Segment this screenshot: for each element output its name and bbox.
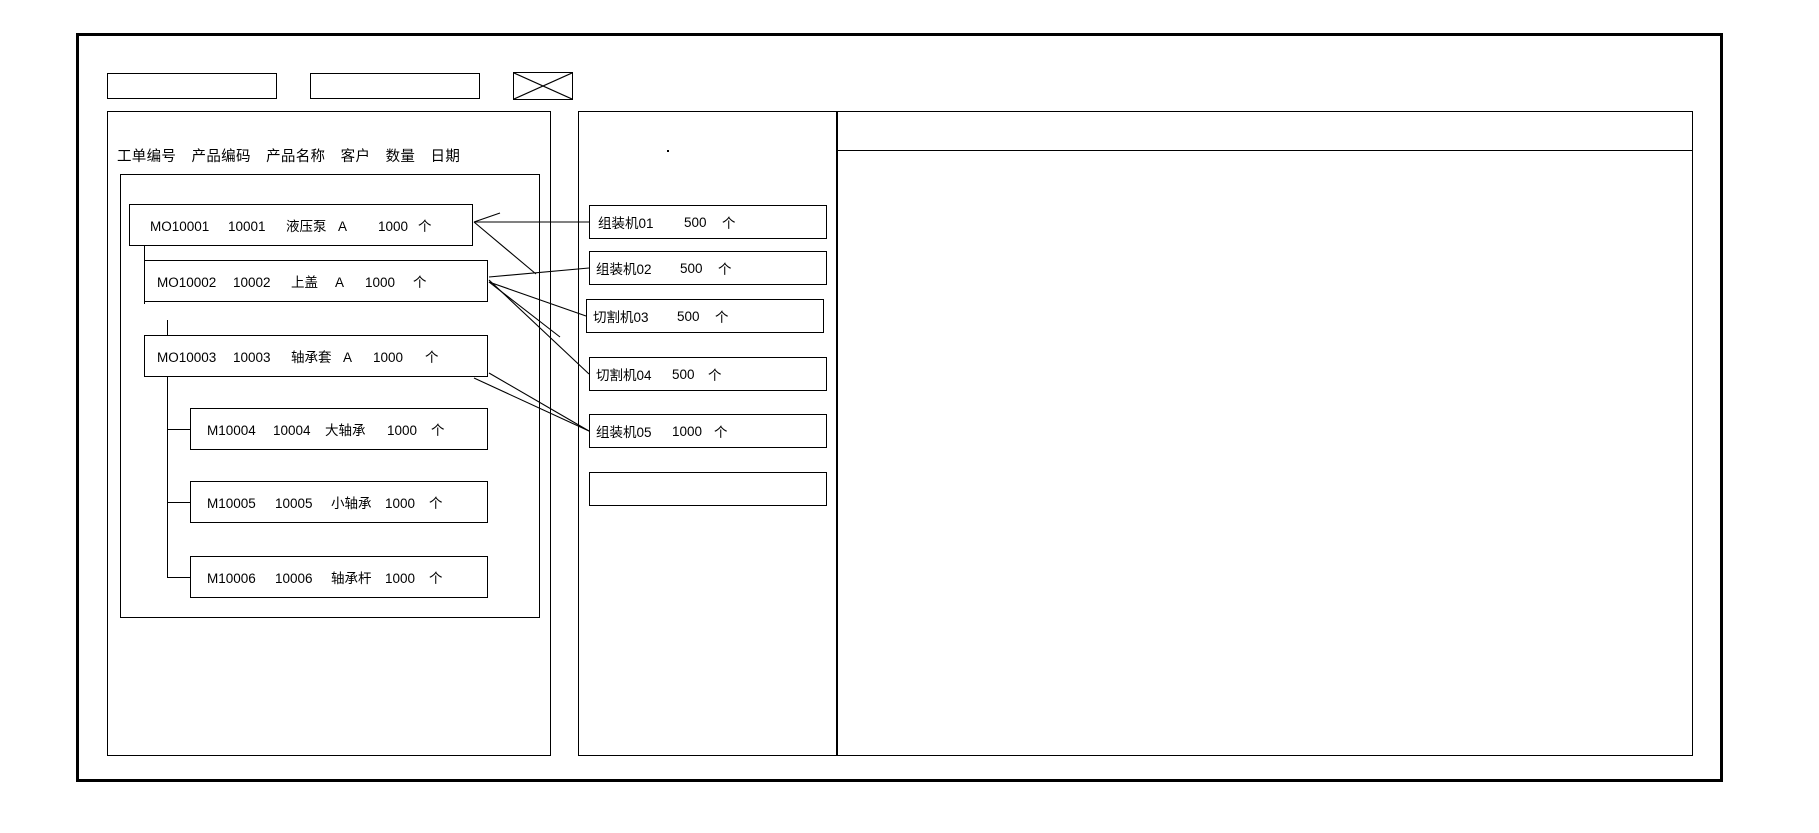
table-row[interactable]: M10004 10004 大轴承 1000 个 [190, 408, 488, 450]
row-product-name: 大轴承 [325, 423, 366, 438]
column-header-product-name: 产品名称 [266, 149, 326, 165]
row-order-no: MO10003 [157, 350, 217, 365]
table-row[interactable]: M10005 10005 小轴承 1000 个 [190, 481, 488, 523]
list-item[interactable]: 组装机02 500 个 [589, 251, 827, 285]
row-qty: 1000 [373, 350, 404, 365]
detail-panel [837, 111, 1693, 756]
row-order-no: M10006 [207, 571, 256, 586]
row-customer: A [343, 350, 353, 365]
list-item[interactable]: 组装机01 500 个 [589, 205, 827, 239]
table-row[interactable]: MO10003 10003 轴承套 A 1000 个 [144, 335, 488, 377]
row-customer: A [335, 275, 345, 290]
work-order-tree-container [120, 174, 540, 618]
tree-connector [167, 320, 168, 578]
row-qty: 1000 [387, 423, 418, 438]
machine-unit: 个 [708, 368, 722, 383]
row-product-name: 上盖 [291, 275, 318, 290]
row-order-no: M10004 [207, 423, 256, 438]
table-row[interactable]: MO10001 10001 液压泵 A 1000 个 [129, 204, 473, 246]
machine-qty: 500 [684, 214, 707, 230]
machine-unit: 个 [714, 425, 728, 440]
row-customer: A [338, 219, 348, 234]
row-unit: 个 [413, 275, 427, 290]
row-product-name: 轴承杆 [331, 571, 372, 586]
work-order-column-headers: 工单编号 产品编码 产品名称 客户 数量 日期 [117, 145, 460, 166]
column-header-customer: 客户 [340, 149, 371, 165]
list-item[interactable]: 组装机05 1000 个 [589, 414, 827, 448]
row-product-code: 10005 [275, 496, 313, 511]
table-row[interactable]: MO10002 10002 上盖 A 1000 个 [144, 260, 488, 302]
row-product-code: 10002 [233, 275, 271, 290]
machine-unit: 个 [715, 310, 729, 325]
column-header-qty: 数量 [385, 149, 416, 165]
toolbar-field-2[interactable] [310, 73, 480, 99]
row-unit: 个 [425, 350, 439, 365]
list-item[interactable] [589, 472, 827, 506]
machine-qty: 1000 [672, 423, 703, 439]
machine-name: 切割机04 [596, 368, 652, 383]
machine-qty: 500 [680, 260, 703, 276]
machine-qty: 500 [672, 366, 695, 382]
row-product-name: 液压泵 [286, 219, 327, 234]
row-product-code: 10004 [273, 423, 311, 438]
column-header-order-no: 工单编号 [117, 149, 177, 165]
column-header-date: 日期 [430, 149, 461, 165]
toolbar [107, 72, 573, 100]
machine-name: 组装机02 [596, 262, 652, 277]
row-product-name: 轴承套 [291, 350, 332, 365]
row-order-no: MO10001 [150, 219, 210, 234]
tree-connector [167, 577, 190, 578]
row-unit: 个 [429, 496, 443, 511]
toolbar-field-1[interactable] [107, 73, 277, 99]
row-product-name: 小轴承 [331, 496, 372, 511]
machine-qty: 500 [677, 308, 700, 324]
column-header-product-code: 产品编码 [191, 149, 251, 165]
image-placeholder-icon[interactable] [513, 72, 573, 100]
detail-panel-divider [838, 150, 1692, 151]
machine-name: 组装机01 [598, 216, 654, 231]
row-unit: 个 [418, 219, 432, 234]
row-unit: 个 [429, 571, 443, 586]
row-product-code: 10006 [275, 571, 313, 586]
row-order-no: MO10002 [157, 275, 217, 290]
row-qty: 1000 [378, 219, 409, 234]
list-item[interactable]: 切割机04 500 个 [589, 357, 827, 391]
machine-name: 切割机03 [593, 310, 649, 325]
row-qty: 1000 [385, 571, 416, 586]
row-qty: 1000 [365, 275, 396, 290]
row-product-code: 10001 [228, 219, 266, 234]
tree-connector [144, 204, 145, 304]
tree-connector [167, 429, 190, 430]
list-item[interactable]: 切割机03 500 个 [586, 299, 824, 333]
machine-unit: 个 [722, 216, 736, 231]
row-order-no: M10005 [207, 496, 256, 511]
panel-marker-dot [667, 150, 669, 152]
row-unit: 个 [431, 423, 445, 438]
row-product-code: 10003 [233, 350, 271, 365]
table-row[interactable]: M10006 10006 轴承杆 1000 个 [190, 556, 488, 598]
machine-name: 组装机05 [596, 425, 652, 440]
tree-connector [167, 502, 190, 503]
machine-unit: 个 [718, 262, 732, 277]
row-qty: 1000 [385, 496, 416, 511]
